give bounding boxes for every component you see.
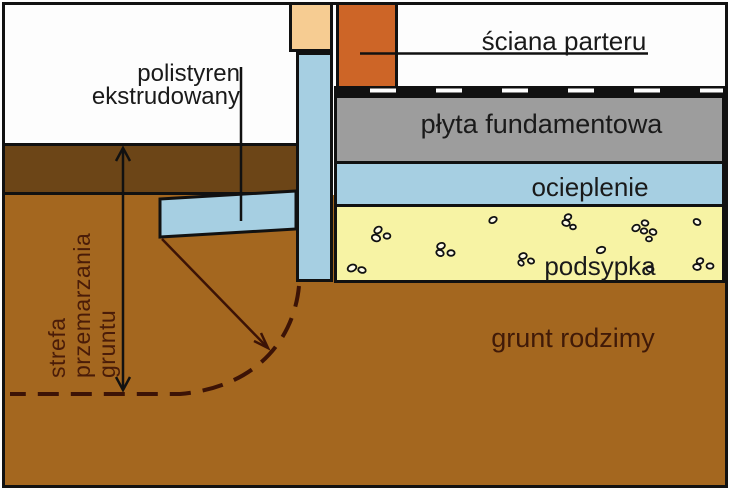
label-frost-zone-line3: gruntu: [94, 309, 120, 378]
label-native-soil: grunt rodzimy: [491, 323, 655, 353]
label-bedding: podsypka: [544, 251, 656, 281]
bedding-layer: [334, 204, 725, 283]
label-ground-floor-wall: ściana parteru: [481, 26, 647, 56]
foundation-slab-layer: [334, 95, 725, 164]
label-polystyrene: polistyren ekstrudowany: [40, 60, 240, 110]
label-polystyrene-line2: ekstrudowany: [91, 83, 240, 110]
perimeter-insulation-strip: [296, 52, 333, 282]
ground-floor-wall-block: [336, 2, 398, 89]
topsoil-band: [5, 143, 299, 195]
label-frost-zone-line1: strefa: [44, 317, 70, 378]
label-foundation-slab: płyta fundamentowa: [420, 109, 663, 139]
label-frost-zone-line2: przemarzania: [69, 232, 95, 378]
label-insulation: ocieplenie: [531, 172, 649, 202]
label-frost-zone: strefa przemarzania gruntu: [44, 227, 120, 378]
label-polystyrene-line1: polistyren: [137, 60, 240, 87]
floor-edge-block: [289, 2, 333, 52]
